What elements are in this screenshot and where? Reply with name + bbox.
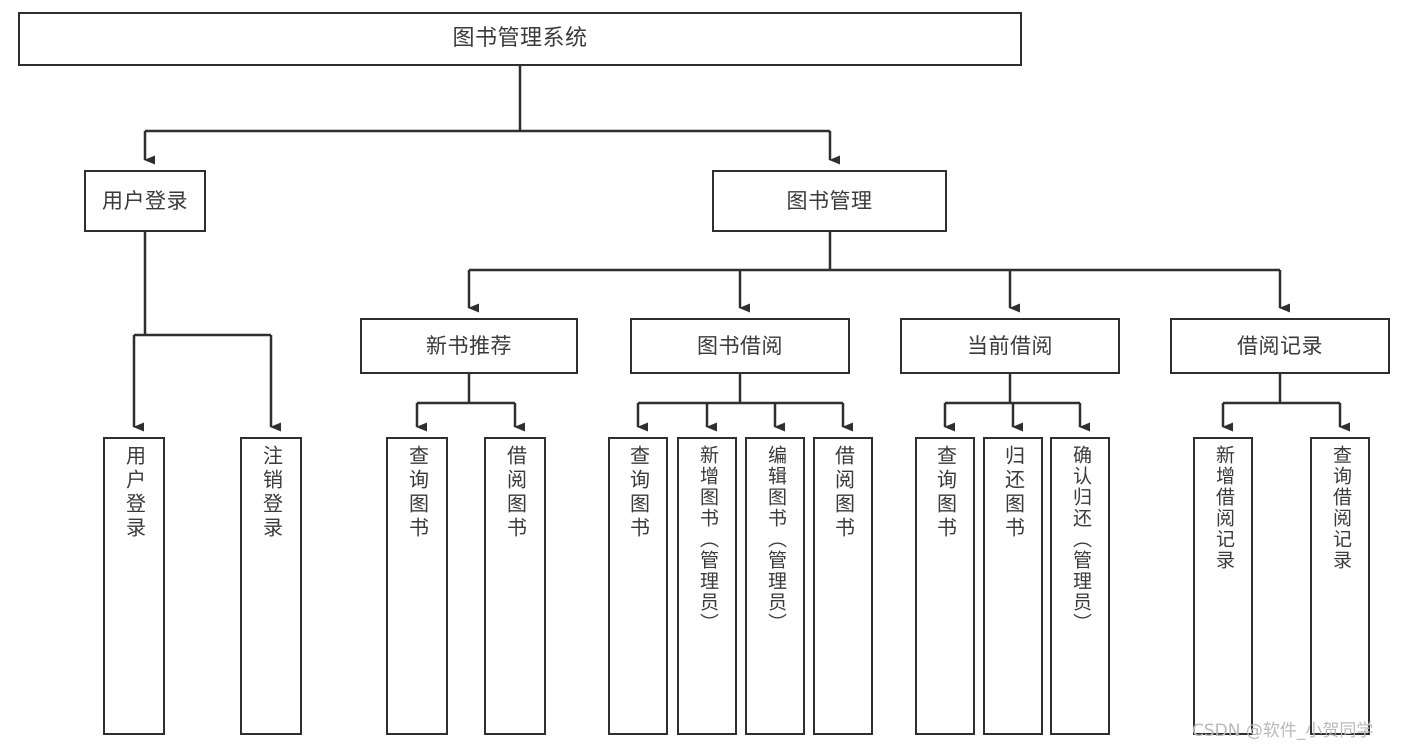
node-user-login[interactable]: 用户登录 <box>84 170 206 232</box>
node-leaf-query-book-2-label: 查询图书 <box>626 445 651 541</box>
node-leaf-add-record[interactable]: 新增借阅记录 <box>1193 437 1253 735</box>
node-leaf-user-login[interactable]: 用户登录 <box>103 437 165 735</box>
node-leaf-return-book[interactable]: 归还图书 <box>983 437 1043 735</box>
node-leaf-borrow-book-2-label: 借阅图书 <box>831 445 856 541</box>
node-leaf-query-book-1-label: 查询图书 <box>405 445 430 541</box>
node-leaf-confirm-return-label: 确认归还（管理员） <box>1069 445 1092 634</box>
node-leaf-user-login-label: 用户登录 <box>122 445 147 541</box>
node-leaf-borrow-book-2[interactable]: 借阅图书 <box>813 437 873 735</box>
node-current-borrow[interactable]: 当前借阅 <box>900 318 1120 374</box>
node-leaf-borrow-book-1[interactable]: 借阅图书 <box>484 437 546 735</box>
node-leaf-query-book-3[interactable]: 查询图书 <box>915 437 975 735</box>
node-borrow-record[interactable]: 借阅记录 <box>1170 318 1390 374</box>
node-leaf-edit-book-label: 编辑图书（管理员） <box>764 445 787 634</box>
node-book-manage-label: 图书管理 <box>786 188 873 213</box>
node-leaf-add-book[interactable]: 新增图书（管理员） <box>677 437 737 735</box>
node-leaf-query-book-3-label: 查询图书 <box>933 445 958 541</box>
node-leaf-confirm-return[interactable]: 确认归还（管理员） <box>1050 437 1110 735</box>
node-borrow-record-label: 借阅记录 <box>1237 333 1323 358</box>
csdn-watermark: CSDN @软件_小贺同学 <box>1192 721 1374 741</box>
node-leaf-query-record[interactable]: 查询借阅记录 <box>1310 437 1370 735</box>
node-leaf-user-logout-label: 注销登录 <box>259 445 284 541</box>
connectors <box>132 66 1350 432</box>
node-new-book-recommend-label: 新书推荐 <box>426 333 512 358</box>
node-book-borrow-label: 图书借阅 <box>697 333 783 358</box>
node-current-borrow-label: 当前借阅 <box>967 333 1053 358</box>
node-leaf-query-book-2[interactable]: 查询图书 <box>608 437 668 735</box>
node-book-manage[interactable]: 图书管理 <box>712 170 947 232</box>
node-leaf-user-logout[interactable]: 注销登录 <box>240 437 302 735</box>
node-leaf-edit-book[interactable]: 编辑图书（管理员） <box>745 437 805 735</box>
node-root[interactable]: 图书管理系统 <box>18 12 1022 66</box>
node-leaf-query-record-label: 查询借阅记录 <box>1329 445 1352 571</box>
node-book-borrow[interactable]: 图书借阅 <box>630 318 850 374</box>
node-leaf-borrow-book-1-label: 借阅图书 <box>503 445 528 541</box>
node-user-login-label: 用户登录 <box>102 188 188 213</box>
node-leaf-query-book-1[interactable]: 查询图书 <box>386 437 448 735</box>
node-leaf-add-book-label: 新增图书（管理员） <box>696 445 719 634</box>
node-leaf-return-book-label: 归还图书 <box>1001 445 1026 541</box>
node-root-label: 图书管理系统 <box>452 26 588 52</box>
node-new-book-recommend[interactable]: 新书推荐 <box>360 318 578 374</box>
node-leaf-add-record-label: 新增借阅记录 <box>1212 445 1235 571</box>
